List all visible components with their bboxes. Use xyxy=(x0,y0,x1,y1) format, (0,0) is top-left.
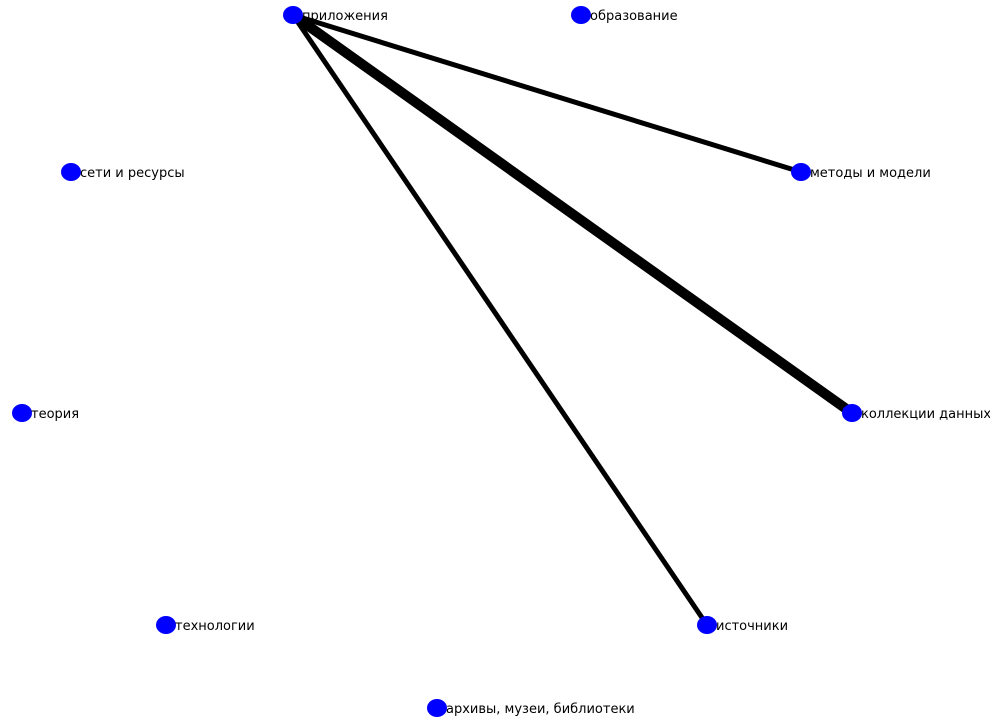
edge-prilozheniya-istochniki xyxy=(290,12,710,628)
node-arhivy: архивы, музеи, библиотеки xyxy=(427,699,635,717)
node-marker xyxy=(791,163,811,181)
node-tehnologii: технологии xyxy=(156,616,255,634)
node-label: технологии xyxy=(175,619,255,634)
node-marker xyxy=(427,699,447,717)
node-marker xyxy=(571,6,591,24)
node-seti: сети и ресурсы xyxy=(61,163,185,181)
edges-layer xyxy=(288,10,857,628)
node-istochniki: источники xyxy=(697,616,788,634)
node-marker xyxy=(697,616,717,634)
node-label: источники xyxy=(716,619,788,634)
nodes-layer: приложения образование сети и ресурсы метод… xyxy=(12,6,990,717)
node-marker xyxy=(12,404,32,422)
node-label: теория xyxy=(31,407,79,422)
node-label: образование xyxy=(590,9,678,24)
node-marker xyxy=(842,404,862,422)
node-marker xyxy=(156,616,176,634)
node-prilozheniya: приложения xyxy=(283,6,388,24)
node-obrazovanie: образование xyxy=(571,6,678,24)
edge-prilozheniya-metody xyxy=(290,12,804,175)
node-label: коллекции данных xyxy=(861,407,990,422)
node-label: сети и ресурсы xyxy=(80,166,185,181)
node-metody: методы и модели xyxy=(791,163,931,181)
node-label: методы и модели xyxy=(810,166,931,181)
node-marker xyxy=(61,163,81,181)
node-marker xyxy=(283,6,303,24)
node-label: архивы, музеи, библиотеки xyxy=(446,702,635,717)
node-kollekcii: коллекции данных xyxy=(842,404,990,422)
edge-prilozheniya-kollekcii xyxy=(288,10,857,418)
node-label: приложения xyxy=(302,9,388,24)
node-teoriya: теория xyxy=(12,404,79,422)
